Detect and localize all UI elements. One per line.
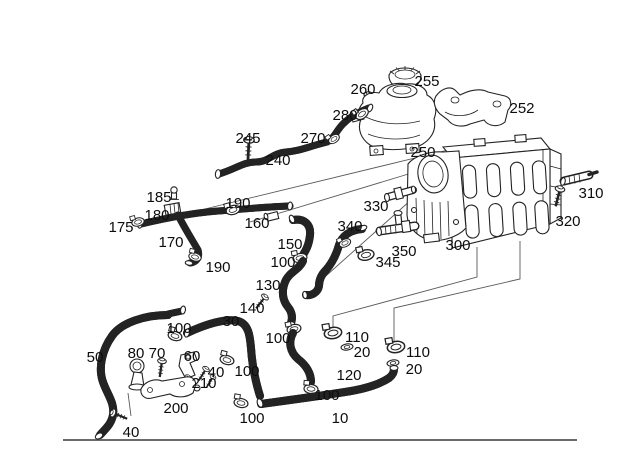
part-label-160-13: 160 — [244, 215, 269, 232]
clamp-110-a — [321, 320, 344, 341]
part-label-190-12: 190 — [225, 195, 250, 212]
part-label-340-20: 340 — [337, 218, 362, 235]
leader-line-clamp110a-to-cooler — [332, 247, 478, 327]
hose-10 — [257, 365, 398, 408]
part-label-70-28: 70 — [149, 345, 166, 362]
hose-10-end-cap — [389, 365, 399, 371]
part-label-10-45: 10 — [332, 410, 349, 427]
hose-150 — [289, 220, 310, 259]
part-label-40-30: 40 — [208, 364, 225, 381]
part-label-240-6: 240 — [265, 152, 290, 169]
fitting-160 — [263, 210, 280, 222]
fitting-330 — [384, 185, 417, 203]
cooler-slots — [461, 160, 550, 239]
part-label-255-0: 255 — [414, 73, 439, 90]
part-label-350-21: 350 — [391, 243, 416, 260]
part-label-170-11: 170 — [158, 234, 183, 251]
part-label-280-2: 280 — [332, 107, 357, 124]
leader-line-hose170-to-cooler — [175, 149, 449, 217]
hose-50 — [96, 311, 172, 439]
part-label-100-15: 100 — [270, 254, 295, 271]
part-label-100-43: 100 — [234, 363, 259, 380]
part-label-150-14: 150 — [277, 236, 302, 253]
charge-air-cooler-300 — [406, 134, 562, 249]
leader-line-bolt40 — [127, 392, 132, 417]
part-label-100-34: 100 — [166, 320, 191, 337]
tank-bracket-252 — [433, 87, 512, 127]
part-label-320-25: 320 — [555, 213, 580, 230]
part-label-270-7: 270 — [300, 130, 325, 147]
leader-line-clamp110b-to-cooler — [393, 241, 521, 341]
part-label-20-38: 20 — [354, 344, 371, 361]
part-label-120-41: 120 — [336, 367, 361, 384]
part-label-330-19: 330 — [363, 198, 388, 215]
hose-240-end-cap — [214, 169, 222, 179]
part-label-345-22: 345 — [375, 254, 400, 271]
hose-120 — [290, 329, 315, 386]
hose-340 — [302, 225, 366, 295]
part-label-180-9: 180 — [144, 207, 169, 224]
part-label-210-31: 210 — [191, 375, 216, 392]
part-label-130-16: 130 — [255, 277, 280, 294]
part-label-185-8: 185 — [146, 189, 171, 206]
valve-185 — [170, 186, 179, 200]
bracket-60 — [178, 351, 198, 380]
part-label-252-4: 252 — [509, 100, 534, 117]
bracket-200 — [140, 376, 197, 399]
hose-50-connector — [164, 307, 186, 318]
part-label-175-10: 175 — [108, 219, 133, 236]
part-label-190-17: 190 — [205, 259, 230, 276]
part-label-200-32: 200 — [163, 400, 188, 417]
part-label-20-40: 20 — [406, 361, 423, 378]
hose-240 — [215, 138, 331, 178]
clamp-110-b — [384, 334, 407, 355]
expansion-tank-250 — [350, 82, 437, 156]
part-label-250-3: 250 — [410, 144, 435, 161]
part-label-30-35: 30 — [223, 313, 240, 330]
leader-lines — [175, 149, 521, 341]
valve-350 — [375, 210, 420, 237]
part-label-60-29: 60 — [184, 348, 201, 365]
part-label-100-42: 100 — [314, 387, 339, 404]
clamp-345 — [354, 243, 376, 263]
part-label-245-5: 245 — [235, 130, 260, 147]
part-label-300-23: 300 — [445, 237, 470, 254]
part-label-110-37: 110 — [345, 329, 369, 346]
part-label-140-18: 140 — [239, 300, 264, 317]
hose-170 — [137, 202, 294, 228]
part-label-310-24: 310 — [578, 185, 603, 202]
sensor-310 — [559, 170, 599, 186]
part-label-260-1: 260 — [350, 81, 375, 98]
hose-30 — [183, 320, 264, 400]
part-label-80-27: 80 — [128, 345, 145, 362]
part-label-110-39: 110 — [406, 344, 430, 361]
clamp-100-e — [232, 393, 250, 410]
part-label-50-26: 50 — [87, 349, 104, 366]
part-label-100-44: 100 — [239, 410, 264, 427]
part-label-40-33: 40 — [123, 424, 140, 441]
part-label-100-36: 100 — [265, 330, 290, 347]
hose-130 — [283, 257, 307, 327]
valve-80 — [128, 358, 146, 391]
